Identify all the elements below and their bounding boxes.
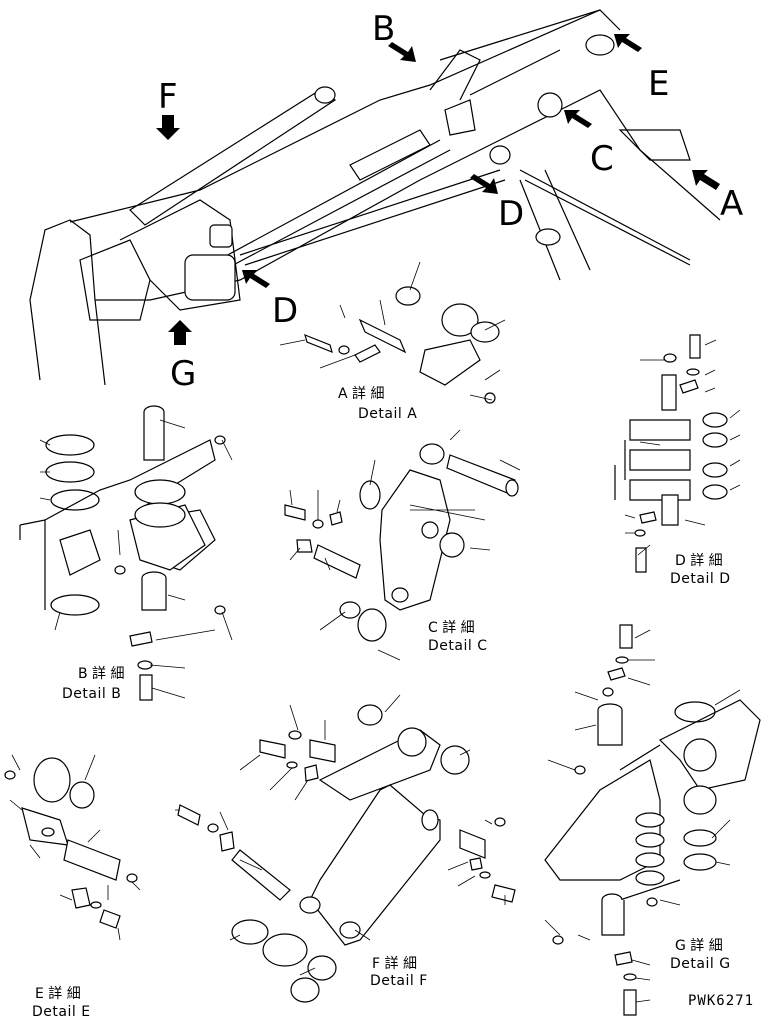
view-letter-g: G — [170, 354, 196, 394]
detail-e-parts — [4, 754, 141, 941]
detail-e-title-en: Detail E — [32, 1004, 91, 1020]
detail-g-title-jp: G 詳 細 — [675, 938, 723, 954]
detail-a-title-en: Detail A — [358, 406, 417, 422]
view-letter-f: F — [158, 77, 178, 117]
detail-d-parts — [614, 334, 741, 573]
view-letter-d-left: D — [272, 291, 298, 331]
detail-f-title-en: Detail F — [370, 973, 428, 989]
detail-g-title-en: Detail G — [670, 956, 731, 972]
detail-c-title-jp: C 詳 細 — [428, 620, 475, 636]
arrow-g — [168, 320, 192, 345]
detail-g-parts — [544, 624, 761, 1016]
arrow-d-top — [470, 174, 498, 194]
view-letter-a: A — [720, 184, 743, 224]
detail-b-parts — [19, 405, 233, 701]
detail-d-title-jp: D 詳 細 — [675, 553, 723, 569]
detail-e-title-jp: E 詳 細 — [35, 986, 81, 1002]
detail-f-parts — [175, 694, 516, 1003]
view-letter-e: E — [648, 64, 669, 104]
arrow-f — [156, 115, 180, 140]
arrow-b2 — [614, 34, 642, 52]
arrow-d-left — [242, 270, 270, 288]
detail-a-title-jp: A 詳 細 — [338, 386, 384, 402]
arrow-e — [564, 110, 592, 128]
view-letter-b: B — [372, 9, 395, 49]
detail-d-title-en: Detail D — [670, 571, 730, 587]
arrow-a — [692, 170, 720, 190]
view-letter-c: C — [590, 139, 614, 179]
drawing-code: PWK6271 — [688, 993, 754, 1009]
detail-f-title-jp: F 詳 細 — [372, 956, 417, 972]
view-arrows — [156, 34, 720, 345]
arrow-b — [388, 42, 416, 62]
detail-c-title-en: Detail C — [428, 638, 487, 654]
detail-b-title-en: Detail B — [62, 686, 121, 702]
boom-assembly — [29, 9, 721, 386]
detail-c-parts — [284, 429, 521, 661]
view-letter-d-top: D — [498, 194, 524, 234]
detail-b-title-jp: B 詳 細 — [78, 666, 125, 682]
detail-a-parts — [279, 261, 506, 404]
